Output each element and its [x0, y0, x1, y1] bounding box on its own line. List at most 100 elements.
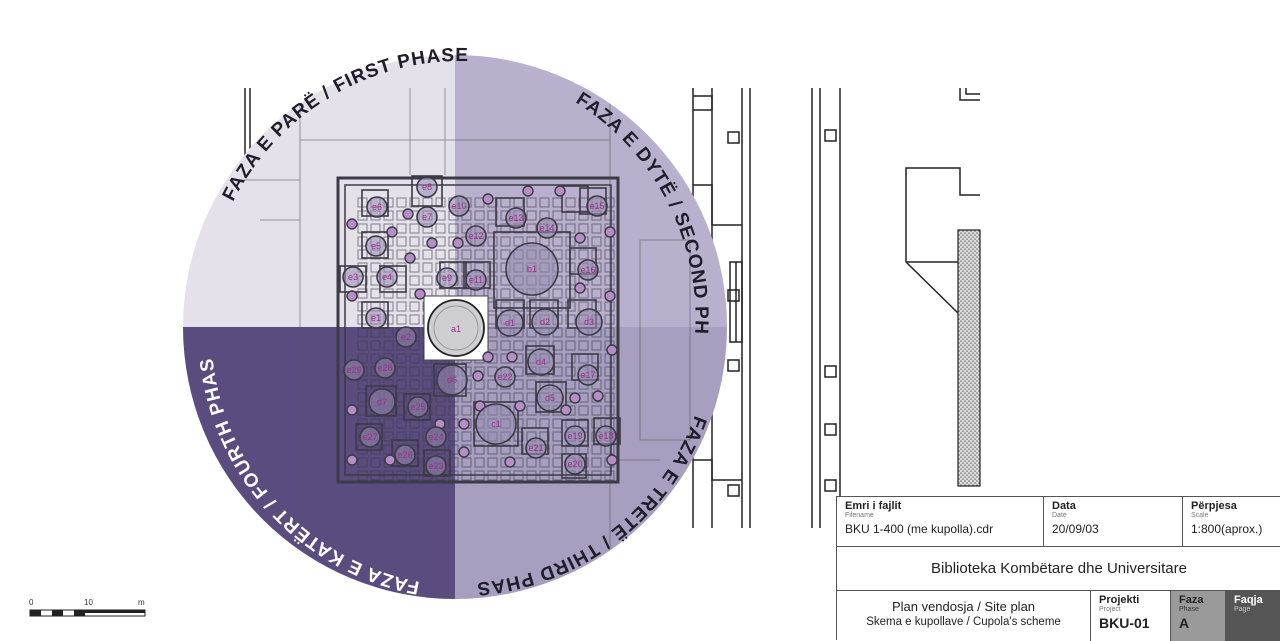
dome-e17: [577, 364, 599, 386]
dome-label-e25: e25: [410, 402, 425, 412]
grid-cell: [591, 470, 602, 481]
grid-cell: [422, 275, 433, 286]
dome-small: [458, 446, 470, 458]
dome-label-a1: a1: [451, 324, 461, 334]
grid-cell: [591, 340, 602, 351]
grid-cell: [604, 210, 615, 221]
dome-label-e10: e10: [451, 201, 466, 211]
date-cell: Data Date 20/09/03: [1044, 497, 1183, 547]
dome-e5: [365, 235, 387, 257]
grid-cell: [357, 353, 368, 364]
grid-cell: [526, 470, 537, 481]
grid-cell: [604, 301, 615, 312]
grid-cell: [448, 249, 459, 260]
grid-cell: [383, 379, 394, 390]
dome-label-e27: e27: [362, 432, 377, 442]
scale-bar: 0 10 m: [29, 598, 146, 617]
grid-cell: [448, 431, 459, 442]
grid-cell: [396, 236, 407, 247]
grid-cell: [500, 223, 511, 234]
grid-cell: [604, 405, 615, 416]
dome-label-d5: d5: [545, 393, 555, 403]
grid-cell: [409, 470, 420, 481]
dome-label-e1: e1: [371, 313, 381, 323]
grid-cell: [409, 353, 420, 364]
date-value: 20/09/03: [1052, 522, 1099, 536]
grid-cell: [604, 262, 615, 273]
dome-e7: [416, 206, 438, 228]
page-sub: Page: [1234, 606, 1251, 613]
dome-small: [346, 218, 358, 230]
filename-sub: Filename: [845, 512, 874, 519]
page-label: Faqja: [1234, 594, 1263, 606]
grid-cell: [409, 197, 420, 208]
grid-cell: [578, 340, 589, 351]
grid-cell: [357, 340, 368, 351]
grid-cell: [357, 457, 368, 468]
grid-cell: [396, 197, 407, 208]
dome-d4: [527, 348, 555, 376]
grid-cell: [448, 457, 459, 468]
dome-d2: [531, 308, 559, 336]
dome-small: [482, 351, 494, 363]
dome-e20: [564, 453, 586, 475]
dome-small: [506, 351, 518, 363]
grid-cell: [552, 366, 563, 377]
plan-cell: Plan vendosja / Site plan Skema e kupoll…: [837, 591, 1091, 641]
grid-cell: [396, 314, 407, 325]
grid-cell: [604, 314, 615, 325]
dome-e22: [494, 366, 516, 388]
grid-cell: [448, 405, 459, 416]
grid-cell: [604, 379, 615, 390]
dome-small: [606, 454, 618, 466]
grid-cell: [448, 418, 459, 429]
grid-cell: [565, 197, 576, 208]
dome-label-e28: e28: [377, 363, 392, 373]
grid-cell: [565, 353, 576, 364]
filename-label: Emri i fajlit: [845, 500, 902, 512]
dome-label-e24: e24: [428, 432, 443, 442]
grid-cell: [422, 418, 433, 429]
dome-e2: [395, 326, 417, 348]
dome-e18: [595, 425, 617, 447]
grid-cell: [422, 366, 433, 377]
dome-small: [458, 418, 470, 430]
dome-label-e3: e3: [348, 272, 358, 282]
dome-d7: [368, 388, 396, 416]
dome-label-d2: d2: [540, 317, 550, 327]
title-block: Emri i fajlit Filename BKU 1-400 (me kup…: [836, 496, 1280, 641]
background-plan-lines: [244, 88, 980, 528]
dome-d3: [575, 308, 603, 336]
grid-cell: [591, 288, 602, 299]
dome-label-e15: e15: [589, 201, 604, 211]
grid-cell: [396, 353, 407, 364]
grid-cell: [422, 249, 433, 260]
dome-label-e2: e2: [401, 332, 411, 342]
dome-label-e22: e22: [497, 372, 512, 382]
dome-c1: [475, 403, 517, 445]
grid-cell: [474, 457, 485, 468]
grid-cell: [461, 457, 472, 468]
grid-room: [361, 231, 389, 259]
grid-cell: [396, 379, 407, 390]
grid-cell: [487, 262, 498, 273]
grid-cell: [383, 431, 394, 442]
scale-label-m: m: [138, 598, 145, 607]
building-outline: [336, 176, 620, 484]
scale-label-0: 0: [29, 598, 34, 607]
grid-cell: [565, 314, 576, 325]
dome-e29: [343, 359, 365, 381]
grid-cell: [604, 327, 615, 338]
grid-cell: [591, 444, 602, 455]
grid-cell: [539, 431, 550, 442]
grid-cell: [409, 366, 420, 377]
grid-cell: [604, 470, 615, 481]
grid-cell: [526, 301, 537, 312]
dome-e23: [425, 455, 447, 477]
grid-cell: [409, 418, 420, 429]
grid-cell: [500, 340, 511, 351]
grid-cell: [487, 223, 498, 234]
grid-cell: [552, 210, 563, 221]
dome-e9: [436, 267, 458, 289]
filename-cell: Emri i fajlit Filename BKU 1-400 (me kup…: [837, 497, 1044, 547]
